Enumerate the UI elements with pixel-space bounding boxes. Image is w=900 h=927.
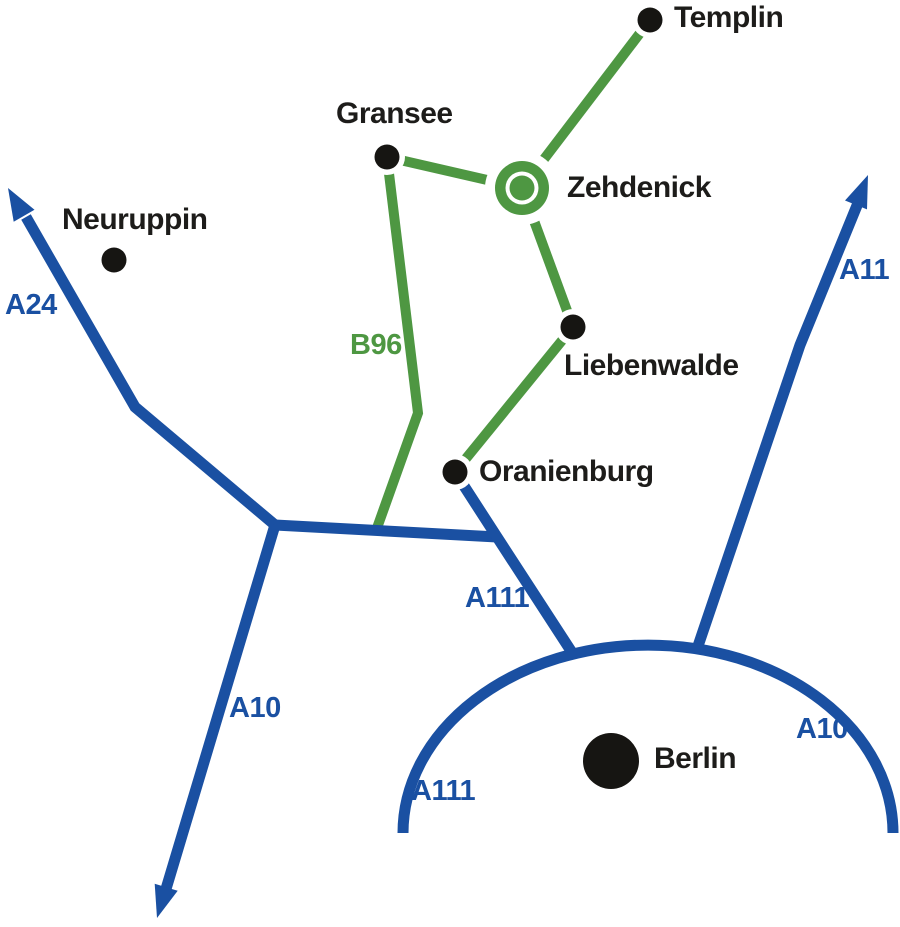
- road-a11: [691, 200, 864, 651]
- berlin-dot: [583, 733, 639, 789]
- road-label-a10-south: A10: [229, 692, 281, 724]
- road-berlin-ring-arc: [397, 639, 899, 834]
- road-label-a111-junction: A111: [465, 582, 530, 614]
- city-marker-liebenwalde: [555, 309, 591, 345]
- city-label-liebenwalde: Liebenwalde: [564, 349, 739, 382]
- road-label-a111-ring: A111: [411, 775, 476, 807]
- city-label-templin: Templin: [674, 1, 784, 34]
- motorways-group: [8, 175, 899, 918]
- city-marker-neuruppin: [96, 242, 132, 278]
- city-markers-group: [96, 2, 668, 797]
- city-marker-templin: [632, 2, 668, 38]
- neuruppin-dot: [101, 247, 127, 273]
- liebenwalde-dot: [560, 314, 586, 340]
- city-marker-oranienburg: [437, 454, 473, 490]
- road-a24: [21, 214, 279, 530]
- oranienburg-dot: [442, 459, 468, 485]
- city-marker-berlin: [575, 725, 647, 797]
- gransee-dot: [374, 144, 400, 170]
- a11-arrowhead-icon: [845, 175, 868, 210]
- road-a10-link: [274, 519, 498, 543]
- city-label-oranienburg: Oranienburg: [479, 455, 654, 488]
- city-marker-gransee: [369, 139, 405, 175]
- city-marker-zehdenick: [485, 151, 559, 225]
- city-label-berlin: Berlin: [654, 742, 737, 775]
- road-b96: [372, 156, 424, 530]
- templin-dot: [637, 7, 663, 33]
- road-a10-south: [160, 523, 281, 891]
- city-label-gransee: Gransee: [336, 97, 453, 130]
- zehdenick-green-core: [509, 175, 535, 201]
- road-label-a11: A11: [839, 254, 890, 286]
- road-label-a10-ring: A10: [796, 713, 848, 745]
- road-label-b96: B96: [350, 329, 402, 361]
- road-liebenwalde-oranienburg: [451, 323, 577, 476]
- road-a111: [450, 469, 578, 657]
- a24-arrowhead-icon: [8, 188, 35, 222]
- a10-arrowhead-icon: [154, 883, 178, 918]
- road-label-a24: A24: [5, 289, 57, 321]
- city-label-zehdenick: Zehdenick: [567, 171, 711, 204]
- city-label-neuruppin: Neuruppin: [62, 203, 208, 236]
